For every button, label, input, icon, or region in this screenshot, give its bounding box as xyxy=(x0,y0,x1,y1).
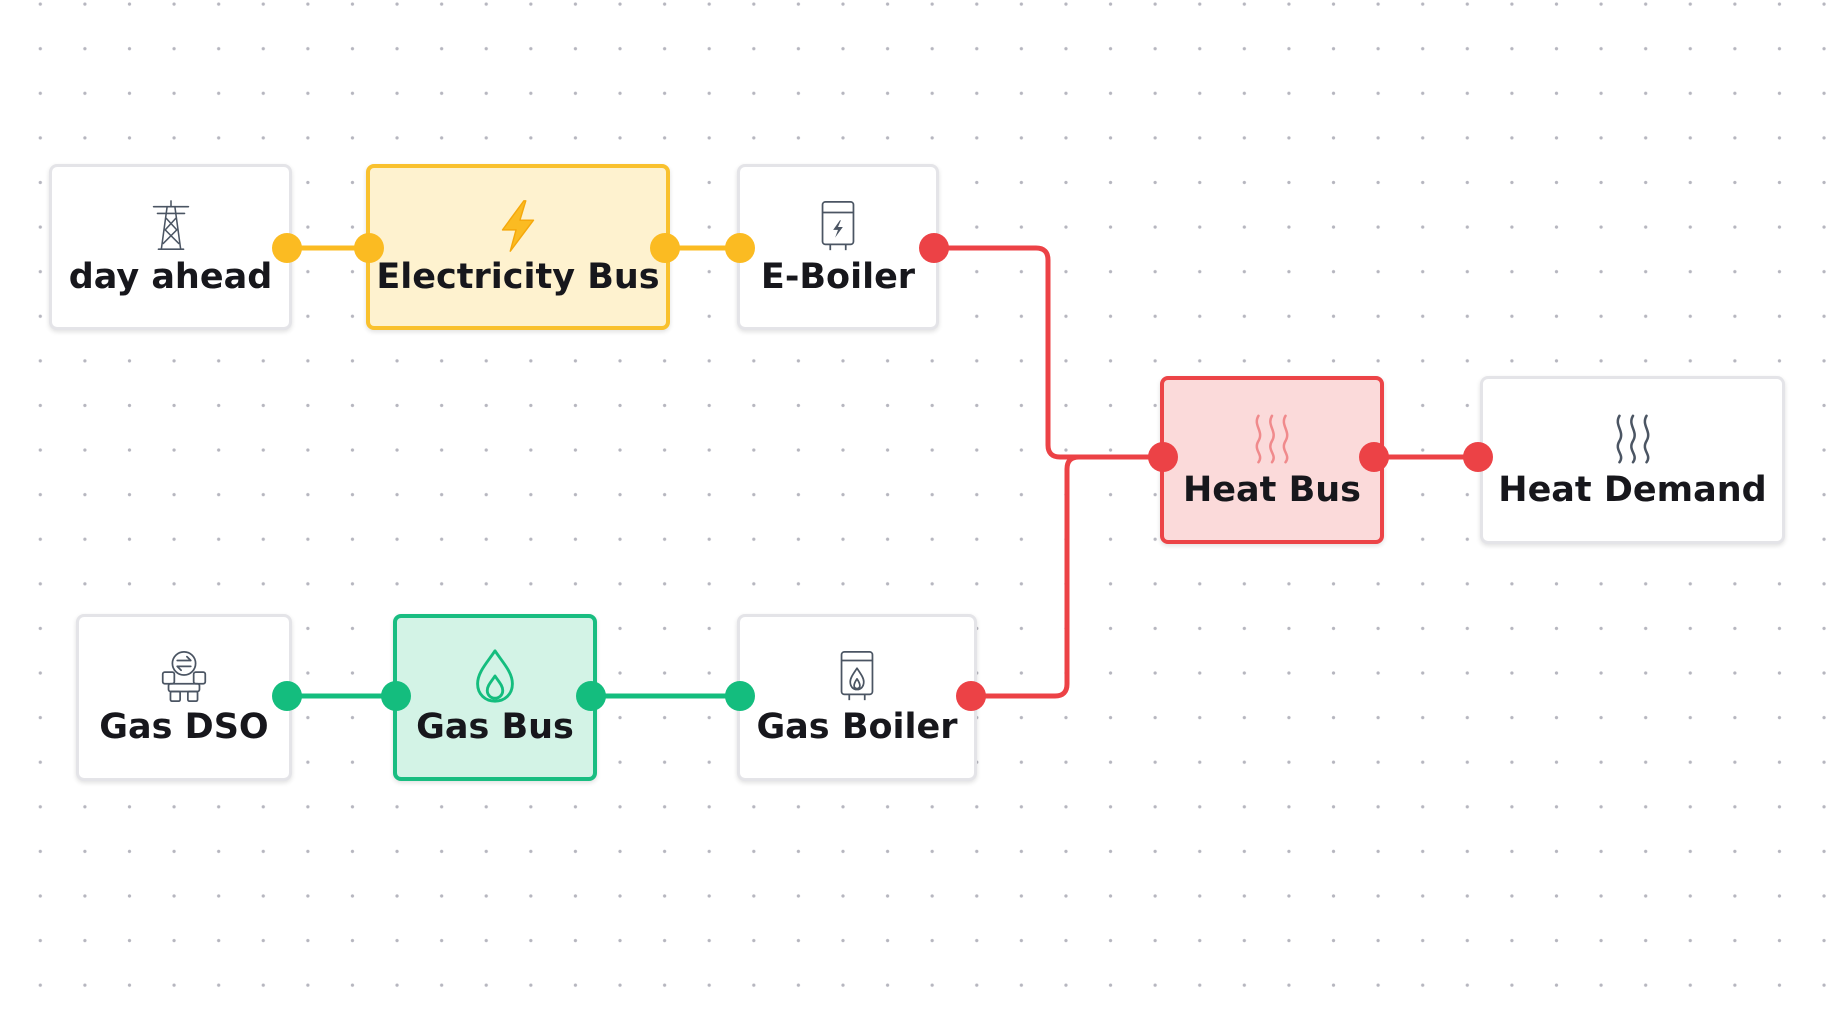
gas-boiler-icon xyxy=(840,651,874,701)
node-gas-bus[interactable]: Gas Bus xyxy=(393,614,597,781)
electricity-bus-input-handle[interactable] xyxy=(354,233,384,263)
electric-boiler-icon xyxy=(821,200,855,251)
node-heat-bus[interactable]: Heat Bus xyxy=(1160,376,1384,544)
node-gas-dso[interactable]: Gas DSO xyxy=(76,614,292,781)
heat-waves-icon xyxy=(1616,414,1649,464)
heat-bus-input-handle[interactable] xyxy=(1148,442,1178,472)
heat-waves-icon xyxy=(1255,414,1289,464)
lightning-bolt-icon xyxy=(501,200,535,252)
flame-icon xyxy=(476,649,514,703)
e-boiler-input-handle[interactable] xyxy=(725,233,755,263)
gas-boiler-input-handle[interactable] xyxy=(725,681,755,711)
electricity-bus-output-handle[interactable] xyxy=(650,233,680,263)
node-label: Gas DSO xyxy=(99,707,269,748)
e-boiler-output-handle[interactable] xyxy=(919,233,949,263)
node-label: Electricity Bus xyxy=(376,256,660,297)
gas-dso-icon xyxy=(161,651,207,703)
node-e-boiler[interactable]: E-Boiler xyxy=(737,164,939,330)
edge-e-boiler-heat-bus[interactable] xyxy=(934,245,1160,460)
day-ahead-output-handle[interactable] xyxy=(272,233,302,263)
heat-bus-output-handle[interactable] xyxy=(1359,442,1389,472)
heat-demand-input-handle[interactable] xyxy=(1463,442,1493,472)
gas-bus-output-handle[interactable] xyxy=(576,681,606,711)
node-label: Heat Demand xyxy=(1498,469,1767,510)
gas-bus-input-handle[interactable] xyxy=(381,681,411,711)
edge-gas-boiler-heat-bus[interactable] xyxy=(971,454,1160,699)
node-label: Gas Bus xyxy=(416,707,574,748)
node-gas-boiler[interactable]: Gas Boiler xyxy=(737,614,977,781)
node-label: E-Boiler xyxy=(760,256,916,297)
node-electricity-bus[interactable]: Electricity Bus xyxy=(366,164,670,330)
node-label: Heat Bus xyxy=(1183,469,1361,510)
node-day-ahead[interactable]: day ahead xyxy=(49,164,292,330)
node-label: Gas Boiler xyxy=(756,707,958,748)
power-tower-icon xyxy=(152,199,189,250)
gas-boiler-output-handle[interactable] xyxy=(956,681,986,711)
gas-dso-output-handle[interactable] xyxy=(272,681,302,711)
node-heat-demand[interactable]: Heat Demand xyxy=(1480,376,1785,544)
node-label: day ahead xyxy=(68,256,273,297)
